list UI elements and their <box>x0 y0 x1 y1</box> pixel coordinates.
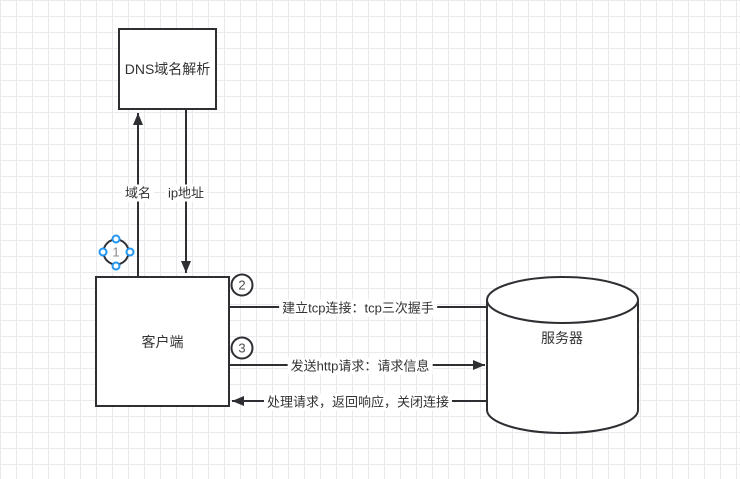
step-badge-3-label: 3 <box>238 340 246 356</box>
edge-label-http[interactable]: 发送http请求：请求信息 <box>287 357 433 375</box>
server-cylinder-top[interactable] <box>486 276 639 324</box>
edge-label-ip[interactable]: ip地址 <box>164 184 208 202</box>
dns-node-label: DNS域名解析 <box>124 61 211 77</box>
edge-label-domain[interactable]: 域名 <box>121 184 155 202</box>
server-node-label: 服务器 <box>541 330 583 346</box>
server-cylinder-body[interactable] <box>486 300 639 434</box>
selection-handle-bottom[interactable] <box>111 261 121 270</box>
server-node[interactable] <box>486 276 639 434</box>
step-badge-2[interactable]: 2 <box>230 273 254 297</box>
edge-label-tcp[interactable]: 建立tcp连接：tcp三次握手 <box>279 299 437 317</box>
client-node-label: 客户端 <box>141 333 184 350</box>
step-badge-2-label: 2 <box>238 277 246 293</box>
step-badge-3[interactable]: 3 <box>230 336 254 360</box>
client-node[interactable]: 客户端 <box>95 276 230 407</box>
selection-handle-right[interactable] <box>125 247 134 257</box>
selection-handle-left[interactable] <box>98 247 107 257</box>
edge-label-response[interactable]: 处理请求，返回响应，关闭连接 <box>263 393 453 411</box>
dns-node[interactable]: DNS域名解析 <box>118 28 217 110</box>
step-badge-1-label: 1 <box>112 244 120 260</box>
selection-handle-top[interactable] <box>111 234 121 243</box>
